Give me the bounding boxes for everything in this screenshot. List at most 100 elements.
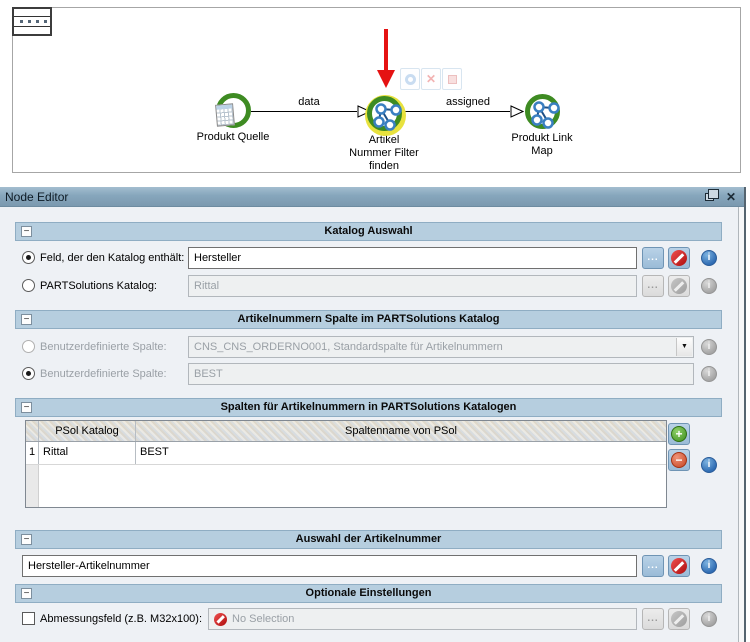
overview-node-dot: [36, 20, 39, 23]
katalog-spalten-table: PSol Katalog Spaltenname von PSol 1 Ritt…: [25, 420, 667, 508]
radio-standard-spalte[interactable]: [22, 340, 35, 353]
column-header-spaltenname: Spaltenname von PSol: [345, 425, 457, 437]
node-editor-titlebar: Node Editor ✕: [0, 187, 744, 207]
edge-assigned-line: [402, 111, 510, 112]
add-row-button[interactable]: +: [668, 423, 690, 445]
radio-partsolutions-katalog[interactable]: [22, 279, 35, 292]
katalog-feld-input[interactable]: [188, 247, 637, 269]
browse-button-disabled: ...: [642, 608, 664, 630]
overview-node-dot: [28, 20, 31, 23]
info-icon[interactable]: i: [701, 457, 717, 473]
field-label: Abmessungsfeld (z.B. M32x100):: [40, 613, 203, 625]
panel-title: Node Editor: [5, 190, 69, 204]
node-label: Artikel Nummer Filter finden: [349, 134, 419, 172]
browse-button[interactable]: ...: [642, 247, 664, 269]
node-hover-toolbar: ✕: [400, 68, 464, 92]
collapse-icon[interactable]: −: [21, 588, 32, 599]
collapse-icon[interactable]: −: [21, 402, 32, 413]
standard-spalte-dropdown: CNS_CNS_ORDERNO001, Standardspalte für A…: [188, 336, 694, 358]
abmessungsfeld-checkbox[interactable]: [22, 612, 35, 625]
section-header-spalten: − Spalten für Artikelnummern in PARTSolu…: [15, 398, 722, 417]
arrowhead-icon: [510, 105, 524, 118]
node-label: Produkt Link Map: [511, 132, 573, 157]
row-number: 1: [26, 442, 39, 464]
section-header-artikelnummern-spalte: − Artikelnummern Spalte im PARTSolutions…: [15, 310, 722, 329]
info-icon[interactable]: i: [701, 558, 717, 574]
clear-button-disabled: [668, 608, 690, 630]
no-entry-icon: [671, 250, 687, 266]
table-header-row: PSol Katalog Spaltenname von PSol: [26, 421, 666, 442]
stop-node-button[interactable]: [442, 68, 462, 90]
info-icon-disabled: i: [701, 611, 717, 627]
overview-divider: [14, 26, 50, 27]
no-entry-icon: [671, 278, 687, 294]
section-header-optionale-einstellungen: − Optionale Einstellungen: [15, 584, 722, 603]
close-icon[interactable]: ✕: [725, 190, 736, 204]
no-entry-icon: [671, 611, 687, 627]
float-window-icon[interactable]: [705, 189, 719, 201]
partsolutions-katalog-input: [188, 275, 637, 297]
section-header-auswahl-artikelnummer: − Auswahl der Artikelnummer: [15, 530, 722, 549]
vertical-scrollbar[interactable]: [738, 207, 744, 642]
info-icon-disabled: i: [701, 366, 717, 382]
panel-edge: [744, 187, 746, 642]
collapse-icon[interactable]: −: [21, 314, 32, 325]
edge-assigned-label: assigned: [445, 96, 491, 108]
stop-icon: [447, 74, 457, 84]
node-label: Produkt Quelle: [196, 131, 270, 143]
workflow-canvas: data assigned Produkt Quelle Artikel: [12, 7, 741, 173]
remove-icon: −: [671, 452, 687, 468]
spreadsheet-icon: [214, 103, 235, 127]
field-label: Benutzerdefinierte Spalte:: [40, 341, 167, 353]
section-header-katalog-auswahl: − Katalog Auswahl: [15, 222, 722, 241]
arrowhead-icon: [357, 105, 371, 118]
edge-data-line: [251, 111, 357, 112]
cancel-node-button[interactable]: ✕: [421, 68, 441, 90]
node-produkt-quelle[interactable]: Produkt Quelle: [193, 93, 273, 144]
field-label: PARTSolutions Katalog:: [40, 280, 157, 292]
overview-divider: [14, 16, 50, 17]
clear-button-disabled: [668, 275, 690, 297]
network-icon: [372, 103, 402, 131]
field-label: Benutzerdefinierte Spalte:: [40, 368, 167, 380]
node-artikel-nummer-filter[interactable]: Artikel Nummer Filter finden: [342, 96, 426, 173]
abmessungsfeld-field: No Selection: [208, 608, 637, 630]
artikelnummer-input[interactable]: [22, 555, 637, 577]
info-icon-disabled: i: [701, 278, 717, 294]
reset-icon: [404, 73, 416, 85]
table-row: 1 Rittal BEST: [26, 442, 666, 465]
overview-node-dot: [20, 20, 23, 23]
field-label: Feld, der den Katalog enthält:: [40, 252, 185, 264]
browse-button[interactable]: ...: [642, 555, 664, 577]
table-empty-area: [26, 465, 666, 507]
edge-data-label: data: [298, 96, 320, 108]
benutzerdefinierte-spalte-input: [188, 363, 694, 385]
node-ring: [524, 94, 560, 129]
radio-feld-katalog[interactable]: [22, 251, 35, 264]
overview-node-dot: [44, 20, 47, 23]
clear-button[interactable]: [668, 247, 690, 269]
annotation-arrow-head: [377, 70, 395, 88]
chevron-down-icon[interactable]: ▼: [676, 338, 692, 356]
cell-spaltenname[interactable]: BEST: [140, 446, 169, 458]
node-produkt-link-map[interactable]: Produkt Link Map: [499, 94, 585, 158]
add-icon: +: [671, 426, 687, 442]
collapse-icon[interactable]: −: [21, 226, 32, 237]
info-icon[interactable]: i: [701, 250, 717, 266]
cancel-icon: ✕: [425, 72, 437, 86]
reset-node-button[interactable]: [400, 68, 420, 90]
annotation-arrow: [384, 29, 388, 71]
info-icon-disabled: i: [701, 339, 717, 355]
no-entry-icon: [671, 558, 687, 574]
collapse-icon[interactable]: −: [21, 534, 32, 545]
overview-thumbnail[interactable]: [12, 7, 52, 36]
cell-psol-katalog[interactable]: Rittal: [39, 442, 136, 464]
browse-button-disabled: ...: [642, 275, 664, 297]
clear-button[interactable]: [668, 555, 690, 577]
remove-row-button[interactable]: −: [668, 449, 690, 471]
row-header-strip: [26, 465, 39, 507]
network-icon: [530, 101, 560, 129]
radio-benutzerdefinierte-spalte[interactable]: [22, 367, 35, 380]
corner-cell: [26, 421, 39, 441]
column-header-psol-katalog: PSol Katalog: [39, 421, 136, 441]
